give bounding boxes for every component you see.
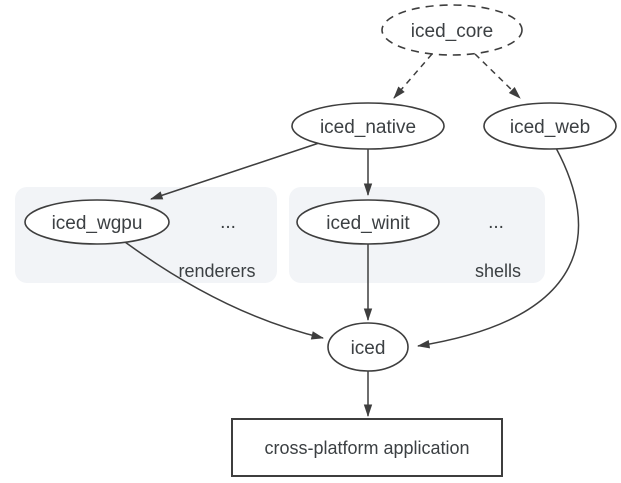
shells-group-label: shells [475, 261, 521, 281]
node-application-label: cross-platform application [264, 438, 469, 458]
node-iced_native [291, 102, 445, 150]
node-iced_web-label: iced_web [510, 117, 590, 138]
node-application-box [231, 418, 503, 477]
shells-ellipsis: ... [488, 212, 504, 233]
edge-iced_web-to-iced [417, 147, 580, 349]
edge-iced_wgpu-to-iced [124, 241, 324, 340]
node-iced_winit-label: iced_winit [326, 213, 410, 234]
node-iced_core [381, 4, 523, 56]
renderers-group-label: renderers [178, 261, 255, 281]
node-iced [327, 322, 409, 372]
node-iced_web [483, 102, 617, 150]
node-iced-label: iced [351, 338, 386, 359]
edge-iced_native-to-iced_wgpu [150, 142, 320, 200]
edge-iced_core-to-iced_native [393, 53, 433, 99]
node-iced_wgpu [24, 199, 170, 245]
node-iced_winit [296, 199, 440, 245]
edge-iced_core-to-iced_web [474, 53, 521, 99]
node-iced_wgpu-label: iced_wgpu [52, 213, 143, 234]
node-iced_core-label: iced_core [411, 21, 493, 42]
node-iced_native-label: iced_native [320, 117, 416, 138]
renderers-ellipsis: ... [220, 212, 236, 233]
